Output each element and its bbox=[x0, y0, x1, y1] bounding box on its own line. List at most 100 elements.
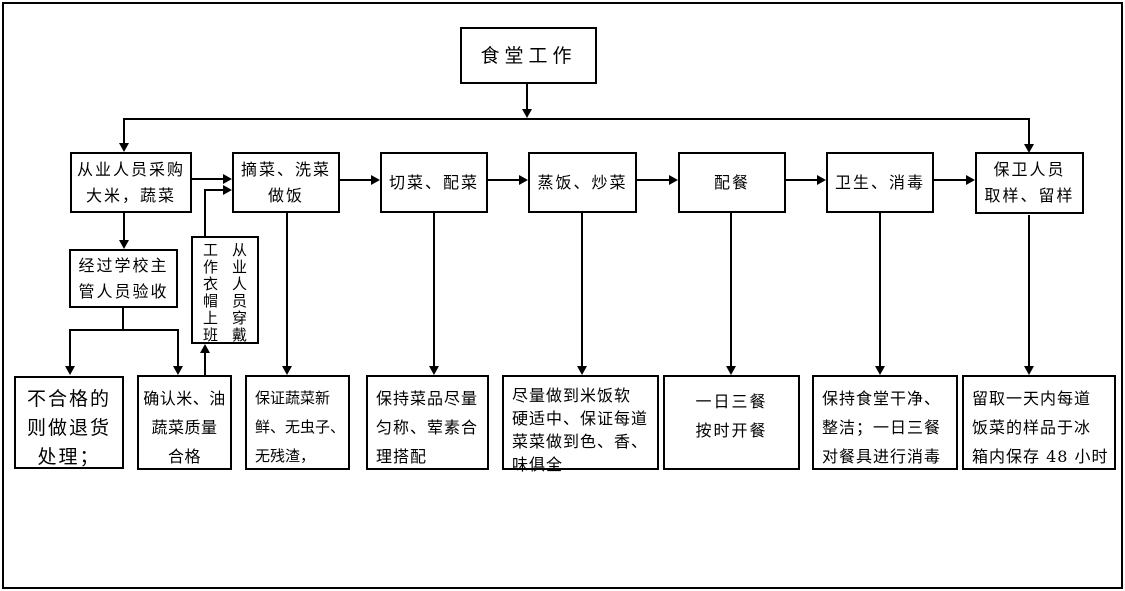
flow-box-sample-storage: 留取一天内每道 饭菜的样品于冰 箱内保存 48 小时 bbox=[962, 375, 1116, 470]
box-label: 保持食堂干净、 bbox=[822, 389, 942, 408]
flow-box-veg-fresh: 保证蔬菜新 鲜、无虫子、 无残渣， bbox=[245, 375, 350, 470]
flow-box-dish-balance: 保持菜品尽量 匀称、荤素合 理搭配 bbox=[366, 375, 489, 470]
arrowhead-down-icon bbox=[282, 366, 292, 375]
box-label: 大米，蔬菜 bbox=[85, 185, 176, 205]
flow-box-school-acceptance: 经过学校主 管人员验收 bbox=[69, 249, 178, 308]
connector-line bbox=[123, 213, 125, 240]
box-label: 取样、留样 bbox=[984, 186, 1075, 205]
arrowhead-down-icon bbox=[1024, 144, 1034, 153]
box-label: 卫生、消毒 bbox=[834, 172, 925, 192]
connector-line bbox=[124, 118, 1030, 120]
box-label: 摘菜、洗菜 bbox=[240, 159, 331, 179]
arrowhead-right-icon bbox=[223, 185, 232, 195]
connector-line bbox=[637, 179, 669, 181]
connector-line bbox=[433, 213, 435, 366]
connector-line bbox=[526, 84, 528, 110]
box-label: 做饭 bbox=[267, 185, 304, 205]
arrowhead-right-icon bbox=[519, 175, 528, 185]
box-label: 管人员验收 bbox=[78, 281, 169, 301]
box-label: 从业人员采购 bbox=[76, 159, 185, 179]
arrowhead-down-icon bbox=[65, 366, 75, 375]
flow-box-hygiene-disinfect: 卫生、消毒 bbox=[826, 152, 934, 213]
connector-line bbox=[69, 329, 71, 366]
flow-box-quality-confirm: 确认米、油 蔬菜质量 合格 bbox=[137, 375, 232, 470]
connector-line bbox=[581, 213, 583, 366]
flow-box-canteen-clean: 保持食堂干净、 整洁；一日三餐 对餐具进行消毒 bbox=[812, 375, 958, 470]
connector-line bbox=[69, 329, 179, 331]
connector-line bbox=[879, 213, 881, 366]
flow-box-steam-stirfry: 蒸饭、炒菜 bbox=[528, 152, 637, 213]
connector-line bbox=[123, 118, 125, 144]
flow-box-canteen-work: 食堂工作 bbox=[460, 27, 597, 84]
box-label: 保持菜品尽量 bbox=[376, 389, 479, 408]
box-label: 无残渣， bbox=[255, 447, 316, 465]
box-label: 匀称、荤素合 bbox=[376, 418, 479, 437]
arrowhead-down-icon bbox=[522, 109, 532, 118]
connector-line bbox=[177, 329, 179, 366]
connector-line bbox=[1028, 215, 1030, 366]
arrowhead-down-icon bbox=[119, 240, 129, 249]
connector-line bbox=[204, 353, 206, 375]
box-label: 蒸饭、炒菜 bbox=[537, 172, 628, 192]
connector-line bbox=[340, 179, 371, 181]
box-label: 切菜、配菜 bbox=[388, 172, 479, 192]
box-label: 对餐具进行消毒 bbox=[822, 447, 942, 466]
box-label: 箱内保存 48 小时 bbox=[972, 447, 1109, 466]
arrowhead-down-icon bbox=[726, 366, 736, 375]
box-label: 味俱全 bbox=[512, 455, 564, 474]
box-label: 保证蔬菜新 bbox=[255, 389, 331, 407]
arrowhead-up-icon bbox=[200, 344, 210, 353]
vertical-label-column: 从业人员穿戴 bbox=[230, 242, 248, 344]
flow-box-return-handling: 不合格的 则做退货 处理； bbox=[14, 376, 124, 469]
box-label: 饭菜的样品于冰 bbox=[972, 418, 1092, 437]
arrowhead-right-icon bbox=[817, 175, 826, 185]
flow-box-purchase: 从业人员采购 大米，蔬菜 bbox=[70, 152, 192, 213]
connector-line bbox=[204, 189, 223, 191]
arrowhead-down-icon bbox=[119, 143, 129, 152]
flow-box-pick-wash-cook: 摘菜、洗菜 做饭 bbox=[232, 152, 340, 213]
box-label: 理搭配 bbox=[376, 447, 428, 466]
arrowhead-down-icon bbox=[577, 366, 587, 375]
connector-line bbox=[488, 179, 519, 181]
arrowhead-right-icon bbox=[966, 175, 975, 185]
box-label: 整洁；一日三餐 bbox=[822, 418, 942, 437]
flow-box-meal-serving: 配餐 bbox=[678, 152, 786, 213]
flow-box-security-sampling: 保卫人员 取样、留样 bbox=[975, 152, 1084, 214]
box-label: 留取一天内每道 bbox=[972, 389, 1092, 408]
arrowhead-right-icon bbox=[371, 175, 380, 185]
connector-line bbox=[1028, 118, 1030, 145]
arrowhead-down-icon bbox=[875, 366, 885, 375]
connector-line bbox=[786, 179, 817, 181]
box-label: 合格 bbox=[167, 447, 201, 466]
vertical-label-column: 工作衣帽上班 bbox=[201, 242, 219, 344]
arrowhead-down-icon bbox=[429, 366, 439, 375]
connector-line bbox=[730, 213, 732, 366]
box-label: 食堂工作 bbox=[480, 44, 577, 67]
box-label: 尽量做到米饭软 bbox=[512, 386, 632, 405]
box-label: 保卫人员 bbox=[993, 160, 1066, 179]
box-label: 配餐 bbox=[713, 172, 750, 192]
box-label: 经过学校主 bbox=[78, 255, 169, 275]
connector-line bbox=[286, 213, 288, 366]
box-label: 菜菜做到色、香、 bbox=[512, 432, 649, 451]
arrowhead-down-icon bbox=[1024, 366, 1034, 375]
arrowhead-down-icon bbox=[173, 366, 183, 375]
connector-line bbox=[122, 308, 124, 330]
flow-box-rice-dish-quality: 尽量做到米饭软 硬适中、保证每道 菜菜做到色、香、 味俱全 bbox=[502, 375, 659, 474]
box-label: 蔬菜质量 bbox=[151, 418, 218, 437]
box-label: 处理； bbox=[37, 446, 101, 468]
arrowhead-right-icon bbox=[669, 175, 678, 185]
flow-box-cut-prepare: 切菜、配菜 bbox=[380, 152, 488, 213]
box-label: 一日三餐 bbox=[695, 392, 768, 411]
connector-line bbox=[204, 189, 206, 237]
connector-line bbox=[192, 178, 223, 180]
box-label: 硬适中、保证每道 bbox=[512, 409, 649, 428]
connector-line bbox=[934, 179, 966, 181]
box-label: 确认米、油 bbox=[143, 389, 226, 408]
flow-box-uniform-vertical: 工作衣帽上班 从业人员穿戴 bbox=[191, 236, 259, 344]
flow-box-meals-ontime: 一日三餐 按时开餐 bbox=[663, 375, 800, 470]
box-label: 鲜、无虫子、 bbox=[255, 418, 346, 436]
box-label: 不合格的 bbox=[26, 388, 111, 410]
